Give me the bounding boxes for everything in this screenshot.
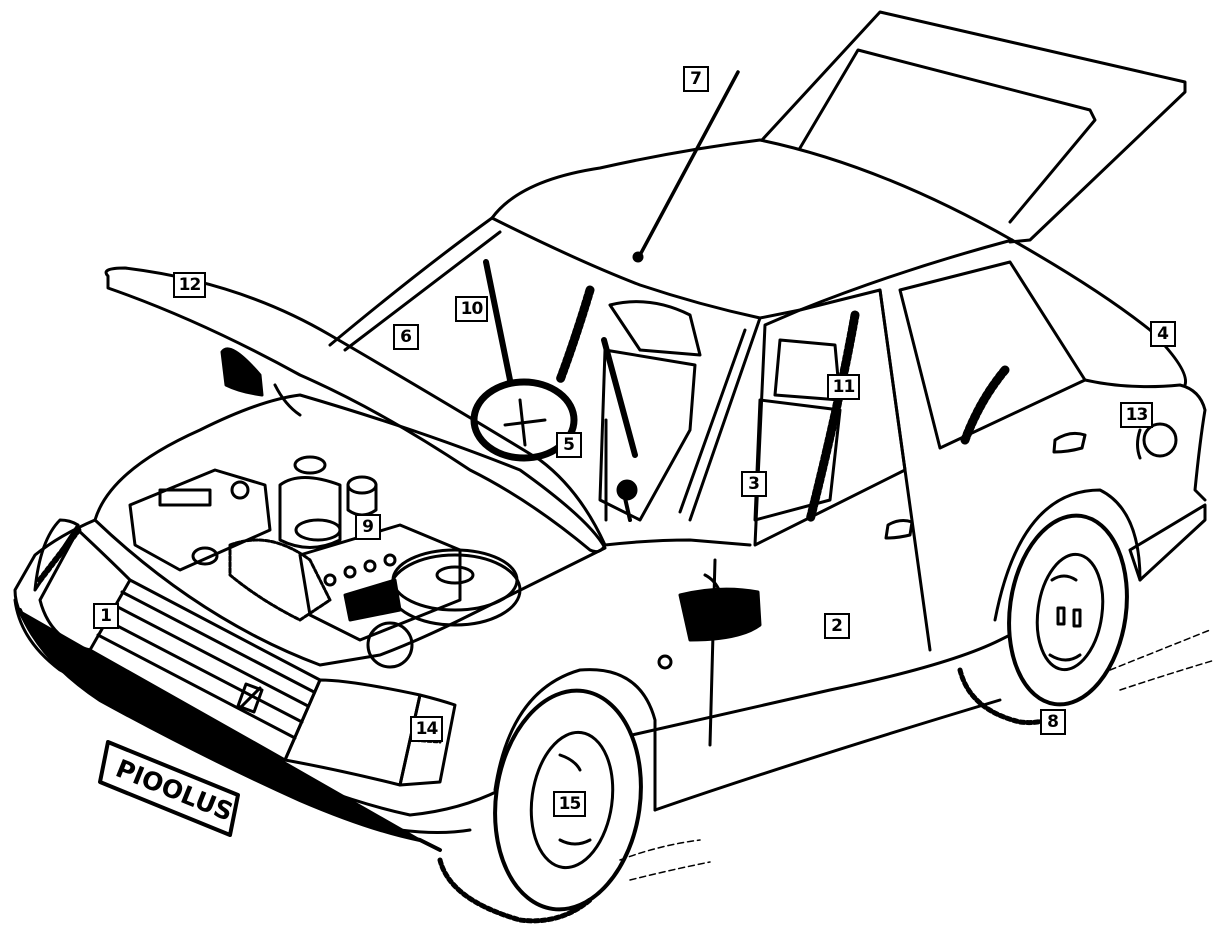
- battery: [128, 468, 272, 572]
- callout-3[interactable]: 3: [741, 471, 767, 497]
- callout-11[interactable]: 11: [827, 374, 860, 400]
- bonnet: [104, 266, 607, 554]
- headlight: [283, 678, 422, 787]
- wipers: [483, 259, 638, 522]
- windshield: [328, 216, 762, 522]
- door-handles: [884, 431, 1087, 540]
- engine-bay: [93, 393, 607, 667]
- callout-2[interactable]: 2: [824, 613, 850, 639]
- front-wheel: [437, 668, 657, 924]
- engine-block: [228, 523, 462, 642]
- callout-13[interactable]: 13: [1120, 402, 1153, 428]
- callout-5[interactable]: 5: [556, 432, 582, 458]
- callout-15[interactable]: 15: [553, 791, 586, 817]
- grille: [38, 528, 322, 762]
- callout-12[interactable]: 12: [173, 272, 206, 298]
- callout-10[interactable]: 10: [455, 296, 488, 322]
- rear-hatch: [760, 10, 1187, 244]
- callout-1[interactable]: 1: [93, 603, 119, 629]
- coolant-reservoir: [278, 455, 342, 549]
- air-filter: [343, 548, 522, 669]
- callout-14[interactable]: 14: [410, 716, 443, 742]
- callout-8[interactable]: 8: [1040, 709, 1066, 735]
- callout-9[interactable]: 9: [355, 514, 381, 540]
- side-mirror: [657, 573, 762, 670]
- front-body: [13, 518, 502, 852]
- roof: [490, 138, 1014, 320]
- license-plate: [98, 740, 240, 837]
- ground-marks: [619, 629, 1216, 881]
- rear-wheel: [957, 488, 1142, 725]
- callout-4[interactable]: 4: [1150, 321, 1176, 347]
- rear-side-window: [898, 260, 1087, 450]
- callout-7[interactable]: 7: [683, 66, 709, 92]
- callout-6[interactable]: 6: [393, 324, 419, 350]
- fuel-cap: [1136, 422, 1178, 460]
- antenna: [632, 70, 740, 263]
- gear-lever: [616, 479, 638, 522]
